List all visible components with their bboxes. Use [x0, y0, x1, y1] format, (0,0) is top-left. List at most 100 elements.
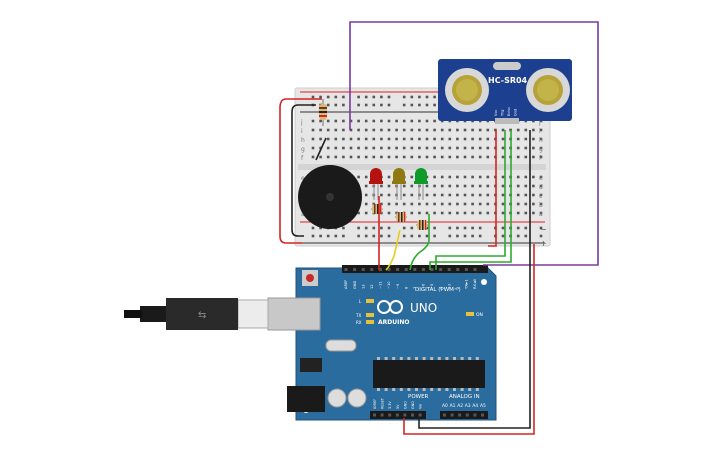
grid-hole: [402, 202, 406, 206]
grid-hole: [433, 119, 436, 123]
analog-pin-label: A3: [465, 403, 471, 409]
grid-hole: [357, 175, 360, 179]
grid-hole: [380, 128, 383, 132]
grid-hole: [364, 146, 368, 150]
digital-pin-label: 4: [439, 286, 443, 289]
grid-hole: [387, 155, 391, 159]
header-pin: [411, 413, 414, 417]
row-letter: f: [539, 155, 542, 162]
grid-hole: [524, 193, 528, 197]
grid-hole: [418, 202, 421, 206]
arduino-brand: ARDUINO: [378, 319, 409, 326]
grid-hole: [524, 137, 528, 141]
grid-hole: [448, 211, 452, 215]
rail-hole: [501, 226, 505, 230]
digital-pin-label: ~10: [387, 281, 391, 289]
grid-hole: [410, 193, 414, 197]
grid-hole: [524, 184, 528, 188]
rail-hole: [326, 103, 330, 107]
grid-hole: [326, 155, 330, 159]
grid-hole: [334, 128, 338, 132]
grid-hole: [456, 128, 459, 132]
row-letter: e: [539, 175, 543, 182]
reset-button-cap[interactable]: [306, 274, 314, 282]
rail-hole: [372, 95, 376, 99]
grid-hole: [463, 193, 467, 197]
grid-hole: [395, 155, 398, 159]
grid-hole: [440, 137, 444, 141]
power-pin-label: GND: [411, 401, 415, 409]
grid-hole: [418, 155, 421, 159]
grid-hole: [456, 193, 459, 197]
digital-pin-label: GND: [353, 281, 357, 289]
rail-hole: [410, 103, 414, 107]
rail-hole: [433, 95, 436, 99]
grid-hole: [516, 193, 520, 197]
grid-hole: [380, 119, 383, 123]
grid-hole: [395, 137, 398, 141]
grid-hole: [372, 119, 376, 123]
grid-hole: [395, 146, 398, 150]
grid-hole: [524, 202, 528, 206]
power-pin-label: GND: [403, 401, 407, 409]
usb-icon: ⇆: [198, 310, 206, 321]
grid-hole: [387, 146, 391, 150]
rail-hole: [357, 103, 360, 107]
analog-pin-label: A0: [442, 403, 448, 409]
rail-plus-label: +: [540, 239, 547, 248]
on-led: [466, 312, 474, 316]
grid-hole: [532, 193, 535, 197]
rail-hole: [334, 234, 338, 238]
grid-hole: [440, 193, 444, 197]
header-pin: [378, 268, 382, 271]
sensor-pin-label: Echo: [507, 107, 511, 116]
grid-hole: [326, 137, 330, 141]
grid-hole: [425, 155, 429, 159]
rail-hole: [364, 226, 368, 230]
grid-hole: [516, 155, 520, 159]
rail-hole: [425, 234, 429, 238]
grid-hole: [364, 211, 368, 215]
yellow-led: [392, 168, 406, 200]
grid-hole: [448, 193, 452, 197]
row-letter: g: [301, 146, 305, 153]
grid-hole: [395, 211, 398, 215]
capacitor: [347, 388, 367, 408]
grid-hole: [532, 137, 535, 141]
grid-hole: [349, 119, 353, 123]
grid-hole: [425, 119, 429, 123]
rail-hole: [357, 95, 360, 99]
header-pin: [421, 268, 425, 271]
grid-hole: [380, 137, 383, 141]
grid-hole: [516, 211, 520, 215]
grid-hole: [532, 211, 535, 215]
digital-header-label: DIGITAL (PWM~): [415, 287, 461, 293]
header-pin: [443, 413, 446, 417]
grid-hole: [463, 184, 467, 188]
black-wire-gnd: [418, 130, 531, 429]
grid-hole: [456, 184, 459, 188]
grid-hole: [524, 175, 528, 179]
grid-hole: [342, 146, 345, 150]
rail-hole: [387, 95, 391, 99]
grid-hole: [516, 137, 520, 141]
rail-hole: [372, 226, 376, 230]
grid-hole: [456, 202, 459, 206]
grid-hole: [433, 193, 436, 197]
grid-hole: [334, 137, 338, 141]
grid-hole: [478, 175, 482, 179]
grid-hole: [532, 202, 535, 206]
grid-hole: [387, 175, 391, 179]
header-pin: [344, 268, 348, 271]
analog-header-label: ANALOG IN: [449, 394, 480, 400]
grid-hole: [440, 202, 444, 206]
grid-hole: [516, 184, 520, 188]
green-led-wire: [409, 214, 430, 271]
rail-hole: [372, 234, 376, 238]
grid-hole: [372, 155, 376, 159]
rail-hole: [364, 103, 368, 107]
rail-hole: [524, 234, 528, 238]
rail-hole: [387, 103, 391, 107]
